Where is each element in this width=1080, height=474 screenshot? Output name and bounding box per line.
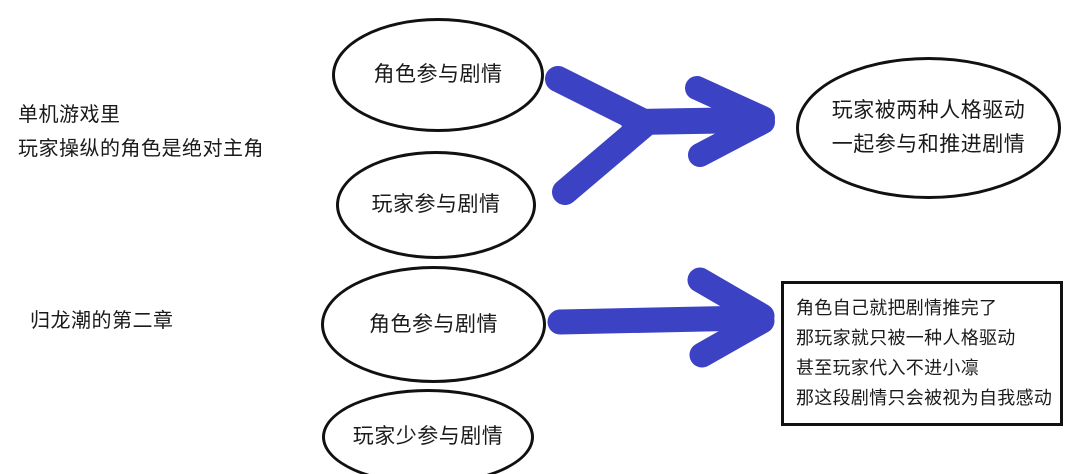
label-singleplayer-line-2: 玩家操纵的角色是绝对主角 xyxy=(18,138,264,160)
node-role-participates-top-label: 角色参与剧情 xyxy=(373,63,503,86)
note-line-3: 甚至玩家代入不进小凛 xyxy=(796,358,979,378)
arrow-straight-to-note xyxy=(547,267,775,368)
node-player-participates-label: 玩家参与剧情 xyxy=(371,193,501,216)
note-line-1: 角色自己就把剧情推完了 xyxy=(796,298,998,318)
node-outcome-two-personas-line-1: 玩家被两种人格驱动 xyxy=(831,99,1026,122)
node-outcome-two-personas: 玩家被两种人格驱动 一起参与和推进剧情 xyxy=(796,57,1061,199)
label-singleplayer-line-1: 单机游戏里 xyxy=(18,104,121,126)
node-player-rarely-participates-label: 玩家少参与剧情 xyxy=(352,425,504,448)
note-line-4: 那这段剧情只会被视为自我感动 xyxy=(796,388,1053,408)
node-outcome-two-personas-line-2: 一起参与和推进剧情 xyxy=(831,133,1026,156)
note-box-outcome: 角色自己就把剧情推完了 那玩家就只被一种人格驱动 甚至玩家代入不进小凛 那这段剧… xyxy=(781,281,1063,426)
node-role-participates-bottom: 角色参与剧情 xyxy=(321,266,546,383)
label-chapter-two: 归龙潮的第二章 xyxy=(30,304,174,338)
node-role-participates-bottom-label: 角色参与剧情 xyxy=(369,312,498,336)
node-role-participates-top: 角色参与剧情 xyxy=(332,18,544,132)
node-player-rarely-participates: 玩家少参与剧情 xyxy=(322,389,534,474)
note-line-2: 那玩家就只被一种人格驱动 xyxy=(796,328,1016,348)
label-singleplayer: 单机游戏里 玩家操纵的角色是绝对主角 xyxy=(18,98,264,166)
arrow-merge-to-outcome xyxy=(545,66,775,205)
node-player-participates: 玩家参与剧情 xyxy=(336,151,536,259)
label-chapter-two-line-1: 归龙潮的第二章 xyxy=(30,310,174,332)
